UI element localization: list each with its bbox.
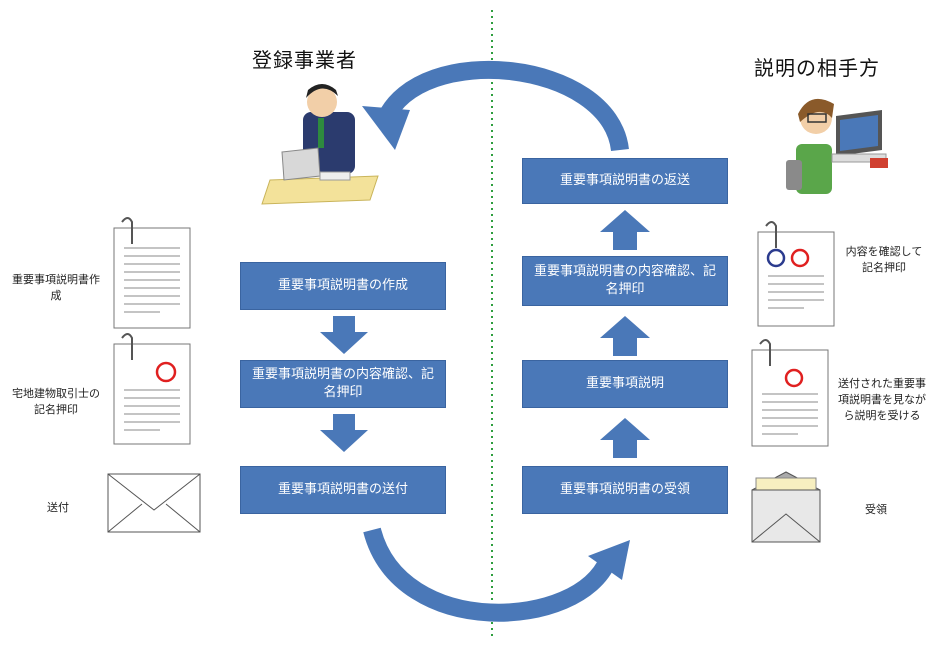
right-label-explain: 送付された重要事項説明書を見ながら説明を受ける [838,377,926,422]
right-step-confirm: 重要事項説明書の内容確認、記名押印 [522,256,728,306]
right-step-return: 重要事項説明書の返送 [522,158,728,204]
document-icon-confirm [757,221,835,327]
return-curve-arrowhead [362,106,410,150]
down-arrow-1 [320,316,368,354]
right-step-receive: 重要事項説明書の受領 [522,466,728,514]
send-curve-arrowhead [588,540,630,580]
right-label-confirm: 内容を確認して記名押印 [845,245,923,274]
right-step-explain: 重要事項説明 [522,360,728,408]
left-step-confirm: 重要事項説明書の内容確認、記名押印 [240,360,446,408]
businessman-illustration [261,84,379,205]
up-arrow-1 [600,210,650,250]
return-curve-arrow [376,61,629,152]
right-title: 説明の相手方 [754,56,880,80]
envelope-icon [107,473,201,533]
send-curve-arrow [363,527,617,622]
open-envelope-icon [751,471,821,543]
document-icon-stamped [113,333,191,445]
left-label-stamp: 宅地建物取引士の記名押印 [12,387,100,416]
document-icon-received [751,339,829,447]
client-illustration [786,98,888,194]
down-arrow-2 [320,414,368,452]
up-arrow-2 [600,316,650,356]
right-label-receive: 受領 [865,503,887,516]
document-icon-create [113,217,191,329]
left-label-send: 送付 [47,501,69,514]
left-label-create: 重要事項説明書作成 [12,273,100,302]
left-title: 登録事業者 [252,48,357,72]
left-step-create: 重要事項説明書の作成 [240,262,446,310]
left-step-send: 重要事項説明書の送付 [240,466,446,514]
up-arrow-3 [600,418,650,458]
